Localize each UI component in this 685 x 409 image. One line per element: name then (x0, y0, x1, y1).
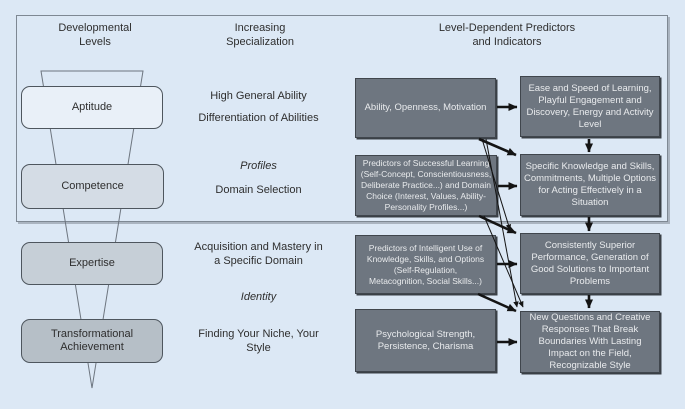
spec-domain-selection: Domain Selection (215, 184, 302, 196)
indicator-box-competence: Specific Knowledge and Skills, Commitmen… (520, 154, 660, 216)
indicator-box-aptitude: Ease and Speed of Learning, Playful Enga… (520, 76, 660, 137)
level-box-aptitude: Aptitude (21, 86, 163, 129)
header-level-dependent-predictors: Level-Dependent Predictors and Indicator… (438, 22, 576, 48)
indicator-box-transformational: New Questions and Creative Responses Tha… (520, 311, 660, 373)
spec-identity: Identity (240, 291, 277, 303)
level-box-competence: Competence (21, 164, 164, 209)
header-increasing-specialization: Increasing Specialization (226, 22, 294, 48)
spec-profiles: Profiles (240, 160, 277, 172)
spec-high-general-ability: High General Ability (210, 90, 307, 102)
spec-finding-your-niche: Finding Your Niche, Your Style (198, 328, 319, 354)
predictor-box-competence: Predictors of Successful Learning (Self-… (355, 155, 497, 216)
header-developmental-levels: Developmental Levels (58, 22, 132, 48)
predictor-box-aptitude: Ability, Openness, Motivation (355, 78, 496, 138)
level-box-transformational-achievement: Transformational Achievement (21, 319, 163, 363)
predictor-box-expertise: Predictors of Intelligent Use of Knowled… (355, 235, 496, 294)
spec-acquisition-mastery: Acquisition and Mastery in a Specific Do… (194, 241, 323, 267)
predictor-box-transformational: Psychological Strength, Persistence, Cha… (355, 309, 496, 372)
level-box-expertise: Expertise (21, 242, 163, 285)
spec-differentiation-of-abilities: Differentiation of Abilities (198, 112, 319, 124)
indicator-box-expertise: Consistently Superior Performance, Gener… (520, 233, 660, 294)
inner-frame-rectangle (16, 15, 668, 222)
